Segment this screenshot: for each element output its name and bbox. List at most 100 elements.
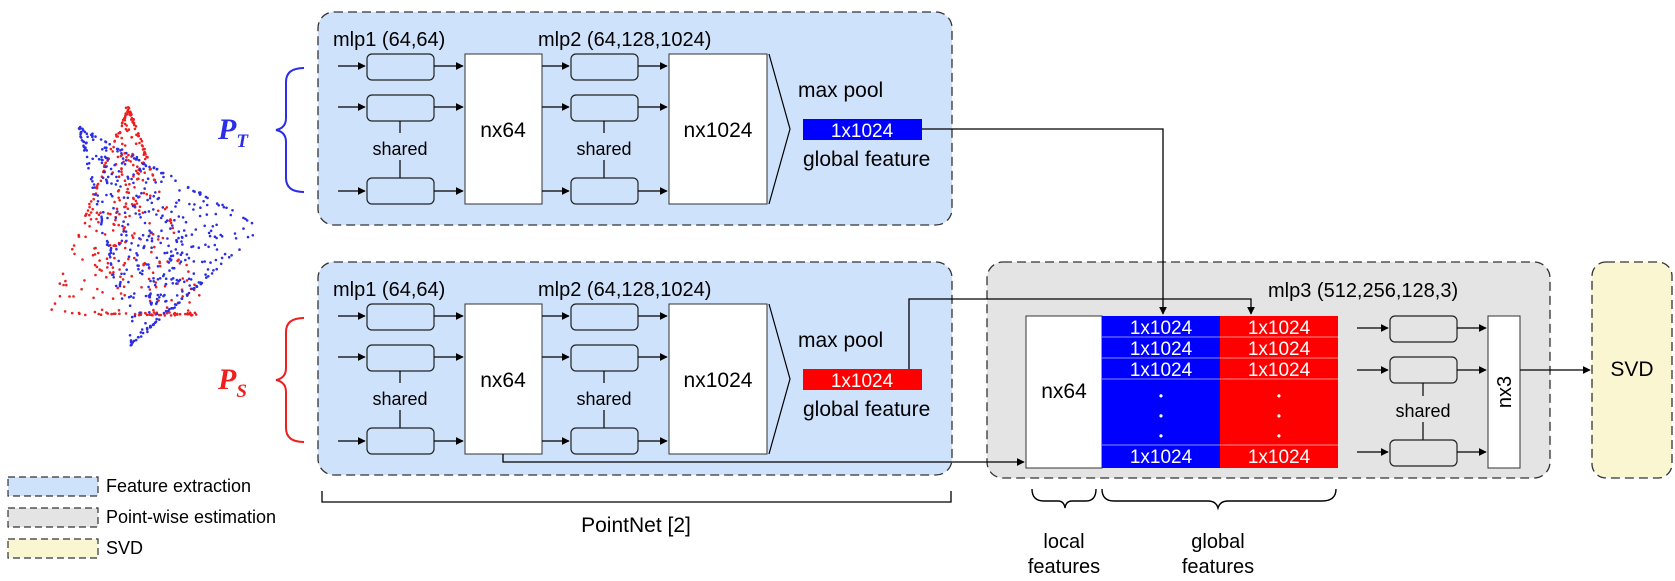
cloud-point	[126, 177, 130, 180]
cloud-point	[155, 312, 159, 316]
cloud-point	[137, 177, 140, 180]
cloud-point	[150, 301, 153, 305]
source-nx64-block: nx64	[480, 369, 526, 392]
cloud-point	[221, 203, 224, 207]
cloud-point	[106, 212, 110, 215]
cloud-point	[145, 326, 149, 330]
cloud-point	[88, 205, 91, 209]
cloud-point	[95, 211, 99, 214]
cloud-point	[121, 224, 124, 228]
cloud-point	[169, 254, 173, 258]
cloud-point	[79, 136, 83, 139]
cloud-point	[182, 229, 186, 232]
cloud-point	[142, 162, 145, 166]
cloud-point	[106, 261, 110, 265]
cloud-point	[177, 258, 180, 262]
cloud-point	[139, 216, 142, 219]
target-global-row-2: 1x1024	[1130, 339, 1193, 360]
cloud-point	[162, 273, 166, 276]
cloud-point	[139, 137, 143, 141]
cloud-point	[106, 266, 109, 269]
cloud-point	[135, 133, 138, 137]
cloud-point	[123, 272, 126, 276]
cloud-point	[148, 299, 152, 303]
cloud-point	[161, 214, 164, 217]
cloud-point	[86, 135, 89, 139]
target-shared-label-2: shared	[576, 139, 631, 159]
cloud-point	[118, 243, 121, 246]
cloud-point	[113, 140, 116, 143]
cloud-point	[109, 192, 113, 196]
target-global-connector	[922, 128, 1167, 315]
cloud-point	[133, 312, 137, 316]
cloud-point	[154, 181, 157, 184]
cloud-point	[101, 231, 104, 235]
cloud-point	[115, 207, 119, 211]
cloud-point	[138, 213, 141, 216]
cloud-point	[124, 312, 128, 315]
cloud-point	[64, 279, 67, 283]
cloud-point	[192, 208, 195, 211]
cloud-point	[150, 313, 153, 316]
cloud-point	[106, 241, 110, 244]
target-ellipsis-dot-3: •	[1159, 429, 1163, 443]
cloud-point	[147, 285, 150, 289]
cloud-point	[123, 205, 126, 209]
cloud-point	[148, 311, 151, 314]
cloud-point	[91, 186, 94, 189]
cloud-point	[178, 312, 182, 316]
cloud-point	[177, 279, 180, 283]
cloud-point	[169, 221, 173, 225]
pointnet-bracket: PointNet [2]	[321, 491, 952, 537]
cloud-point	[129, 344, 133, 347]
cloud-point	[185, 253, 189, 256]
cloud-point	[114, 183, 118, 186]
cloud-point	[125, 239, 128, 243]
cloud-point	[123, 179, 127, 182]
cloud-point	[153, 321, 157, 325]
pointnet-caption: PointNet [2]	[581, 514, 691, 537]
cloud-point	[109, 212, 112, 216]
cloud-point	[143, 157, 147, 161]
cloud-point	[112, 271, 115, 274]
cloud-point	[91, 180, 94, 183]
target-nx1024-block: nx1024	[684, 119, 753, 142]
point-cloud-illustration	[50, 106, 255, 347]
cloud-point	[140, 191, 143, 195]
local-feature-connector	[502, 454, 1025, 466]
cloud-point	[116, 135, 119, 138]
cloud-point	[123, 246, 127, 250]
cloud-point	[78, 127, 81, 131]
cloud-point	[152, 323, 155, 326]
cloud-point	[151, 174, 155, 177]
cloud-point	[127, 159, 130, 162]
cloud-point	[89, 211, 93, 214]
cloud-point	[132, 296, 135, 299]
cloud-point	[141, 269, 144, 273]
cloud-point	[95, 229, 98, 233]
cloud-point	[50, 308, 53, 311]
cloud-point	[152, 194, 155, 198]
target-mlp1-label: mlp1 (64,64)	[333, 29, 445, 51]
cloud-point	[246, 235, 250, 239]
cloud-point	[96, 194, 99, 197]
cloud-point	[108, 255, 112, 259]
cloud-point	[167, 261, 171, 264]
cloud-point	[71, 247, 74, 251]
cloud-point	[135, 252, 138, 255]
cloud-point	[162, 311, 166, 315]
cloud-point	[143, 210, 147, 214]
cloud-point	[127, 280, 130, 284]
cloud-point	[82, 144, 85, 147]
cloud-point	[144, 321, 147, 325]
legend-swatch-pointwise-estimation	[7, 507, 99, 528]
cloud-point	[251, 234, 255, 237]
cloud-point	[172, 266, 176, 270]
cloud-point	[230, 254, 233, 257]
target-global-row-3: 1x1024	[1130, 360, 1193, 381]
cloud-point	[199, 206, 202, 209]
cloud-point	[165, 251, 169, 255]
cloud-point	[180, 297, 183, 300]
cloud-point	[141, 233, 145, 237]
cloud-point	[159, 241, 162, 245]
